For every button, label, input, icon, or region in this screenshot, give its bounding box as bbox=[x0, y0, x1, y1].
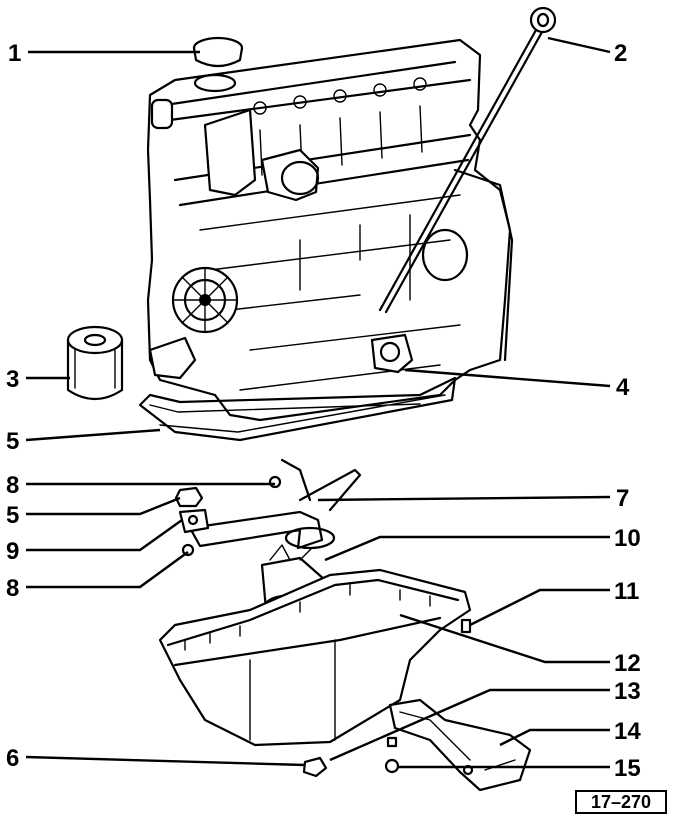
figure-reference: 17–270 bbox=[575, 790, 667, 814]
callout-9: 9 bbox=[6, 538, 19, 565]
bolt-upper bbox=[268, 475, 282, 489]
oil-filter bbox=[66, 325, 124, 401]
support-bracket bbox=[386, 698, 532, 792]
callout-6: 6 bbox=[6, 745, 19, 772]
oil-sump bbox=[158, 568, 472, 747]
oil-pickup-pipe bbox=[188, 458, 362, 550]
callout-3: 3 bbox=[6, 366, 19, 393]
callout-7: 7 bbox=[616, 485, 629, 512]
callout-5b: 5 bbox=[6, 502, 19, 529]
callout-12: 12 bbox=[614, 650, 641, 677]
callout-5a: 5 bbox=[6, 428, 19, 455]
sump-gasket bbox=[138, 376, 457, 442]
oil-filler-cap bbox=[192, 36, 244, 93]
leader-lines bbox=[25, 36, 611, 769]
callout-8b: 8 bbox=[6, 575, 19, 602]
pickup-nut bbox=[174, 486, 204, 508]
callout-11: 11 bbox=[614, 578, 639, 605]
callout-10: 10 bbox=[614, 525, 641, 552]
engine-block bbox=[146, 38, 514, 422]
callout-15: 15 bbox=[614, 755, 641, 782]
callout-14: 14 bbox=[614, 718, 641, 745]
drain-plug bbox=[302, 756, 328, 778]
callout-1: 1 bbox=[8, 40, 21, 67]
callout-labels: 1 2 3 4 5 8 7 5 9 10 8 11 12 13 14 6 15 bbox=[6, 40, 641, 782]
pickup-bracket bbox=[178, 508, 210, 534]
callout-13: 13 bbox=[614, 678, 641, 705]
callout-4: 4 bbox=[616, 374, 630, 401]
bracket-bolt bbox=[384, 758, 400, 774]
dipstick bbox=[378, 6, 557, 314]
callout-8a: 8 bbox=[6, 472, 19, 499]
callout-2: 2 bbox=[614, 40, 627, 67]
